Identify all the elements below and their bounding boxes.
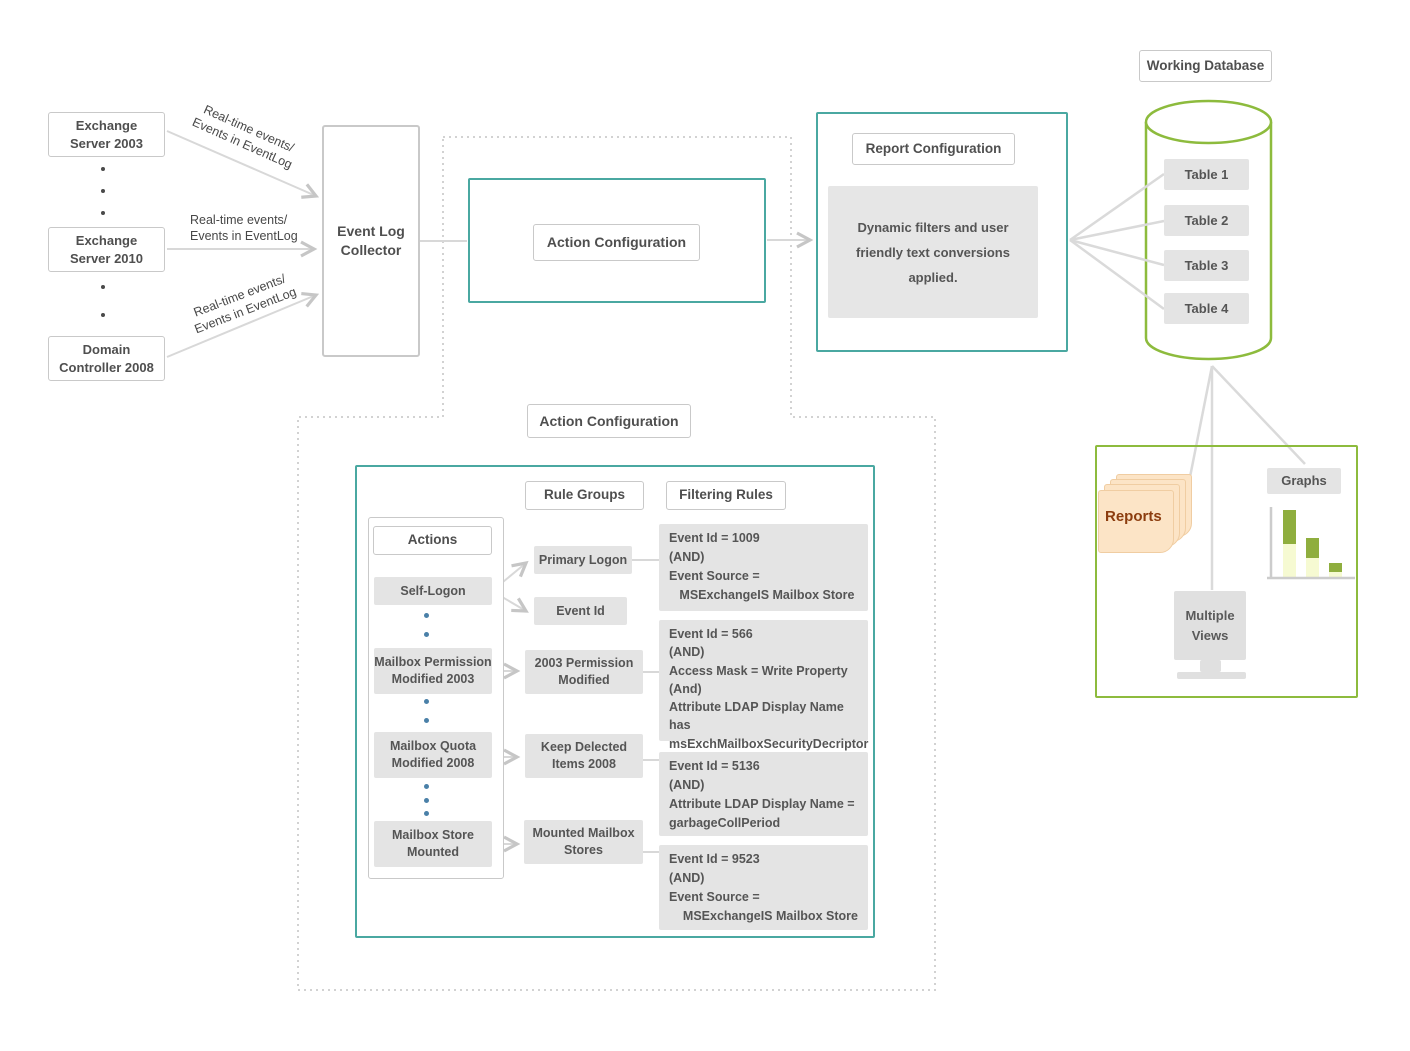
filter-rule-5136: Event Id = 5136 (AND) Attribute LDAP Dis… xyxy=(659,752,868,836)
ellipsis-dots-blue xyxy=(424,613,429,637)
table-fan-lines xyxy=(1069,172,1165,311)
flow-label-realtime-2: Real-time events/ Events in EventLog xyxy=(190,213,298,243)
bar-chart-icon xyxy=(1267,507,1355,580)
ellipsis-dots-blue xyxy=(424,784,429,816)
dashed-region-outline xyxy=(297,136,936,991)
output-lines xyxy=(1188,365,1306,590)
source-label: Exchange xyxy=(75,117,138,133)
table-3-box: Table 3 xyxy=(1164,250,1249,281)
source-arrows xyxy=(166,130,320,358)
rule-group-event-id: Event Id xyxy=(534,597,627,625)
action-configuration-box xyxy=(468,178,766,303)
actions-header: Actions xyxy=(373,526,492,555)
report-pages-icon: Reports xyxy=(1098,474,1196,558)
monitor-stand xyxy=(1200,660,1221,672)
rule-group-mounted-mailbox-stores: Mounted Mailbox Stores xyxy=(524,820,643,864)
rule-group-keep-delected-items: Keep Delected Items 2008 xyxy=(525,734,643,778)
source-box-domain-controller-2008: Domain Controller 2008 xyxy=(48,336,165,381)
report-configuration-label: Report Configuration xyxy=(852,133,1015,165)
rule-group-2003-permission: 2003 Permission Modified xyxy=(525,650,643,694)
monitor-base xyxy=(1177,672,1246,679)
table-2-box: Table 2 xyxy=(1164,205,1249,236)
source-box-exchange-2003: Exchange Server 2003 xyxy=(48,112,165,157)
action-configuration-label: Action Configuration xyxy=(533,224,700,261)
monitor-icon: Multiple Views xyxy=(1174,591,1246,660)
ellipsis-dots-blue xyxy=(424,699,429,723)
graphs-label: Graphs xyxy=(1267,468,1341,494)
table-1-box: Table 1 xyxy=(1164,159,1249,190)
action-mailbox-quota: Mailbox Quota Modified 2008 xyxy=(374,732,492,778)
collector-label: Event Log Collector xyxy=(337,223,405,258)
filter-rule-9523: Event Id = 9523 (AND) Event Source = MSE… xyxy=(659,845,868,930)
ellipsis-dots xyxy=(101,285,105,317)
source-label: Server 2003 xyxy=(69,135,143,151)
source-label: Exchange xyxy=(75,232,138,248)
report-configuration-description: Dynamic filters and user friendly text c… xyxy=(828,186,1038,318)
ellipsis-dots xyxy=(101,167,105,215)
pipeline-connectors xyxy=(420,231,814,249)
report-configuration-box xyxy=(816,112,1068,352)
source-box-exchange-2010: Exchange Server 2010 xyxy=(48,227,165,272)
rule-groups-header: Rule Groups xyxy=(525,481,644,510)
outputs-box xyxy=(1095,445,1358,698)
event-log-collector-box: Event Log Collector xyxy=(322,125,420,357)
working-database-label: Working Database xyxy=(1139,50,1272,82)
action-mailbox-permission: Mailbox Permission Modified 2003 xyxy=(374,648,492,694)
action-configuration-detail-box xyxy=(355,465,875,938)
filter-rule-566: Event Id = 566 (AND) Access Mask = Write… xyxy=(659,620,868,751)
rule-group-primary-logon: Primary Logon xyxy=(534,546,632,574)
filter-rule-1009: Event Id = 1009 (AND) Event Source = MSE… xyxy=(659,524,868,611)
action-mailbox-store: Mailbox Store Mounted xyxy=(374,821,492,867)
action-self-logon: Self-Logon xyxy=(374,577,492,605)
action-configuration-detail-label: Action Configuration xyxy=(527,404,691,438)
reports-label: Reports xyxy=(1105,508,1162,525)
source-label: Server 2010 xyxy=(69,250,143,266)
source-label: Domain xyxy=(82,341,131,357)
filtering-rules-header: Filtering Rules xyxy=(666,481,786,510)
table-4-box: Table 4 xyxy=(1164,293,1249,324)
source-label: Controller 2008 xyxy=(59,359,154,375)
